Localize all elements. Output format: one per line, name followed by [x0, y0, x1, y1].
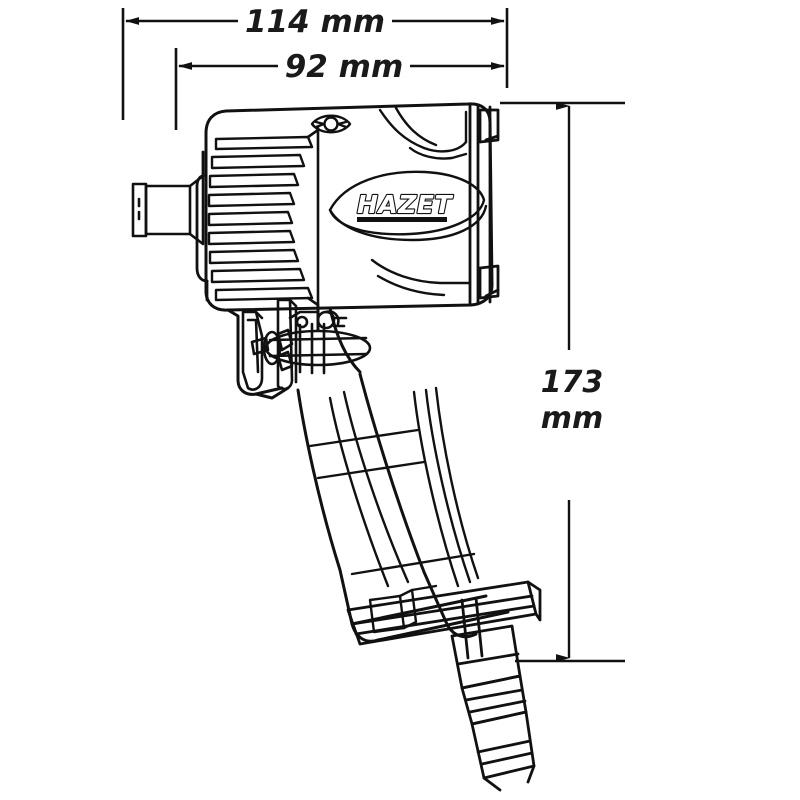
square-drive-anvil [131, 174, 205, 246]
air-inlet-hose-nipple [450, 624, 536, 792]
logo-oval-relief [328, 170, 488, 242]
top-screw-boss-icon [310, 114, 352, 134]
hazet-logo-underline [357, 217, 447, 222]
motor-housing-outline [204, 102, 494, 312]
inlet-boss-detail [368, 584, 438, 634]
dimension-label-173-value: 173 [541, 365, 604, 400]
dimension-label-114: 114 mm [245, 4, 385, 40]
handle-grip-ridges [308, 386, 480, 588]
air-regulator-dial [250, 310, 348, 372]
dimension-label-92: 92 mm [285, 49, 404, 85]
rear-exhaust-deflector [468, 102, 500, 306]
forward-reverse-knob [262, 310, 372, 375]
hazet-logo-text: HAZET [357, 190, 453, 219]
dimension-annotations [121, 8, 625, 663]
housing-relief-lines [370, 106, 472, 297]
fin-back-plate [306, 126, 320, 309]
impact-wrench-body: HAZET [131, 102, 542, 792]
cooling-fins [207, 135, 314, 302]
hazet-logo: HAZET [356, 189, 454, 222]
dimension-label-173-unit: mm [541, 401, 604, 436]
